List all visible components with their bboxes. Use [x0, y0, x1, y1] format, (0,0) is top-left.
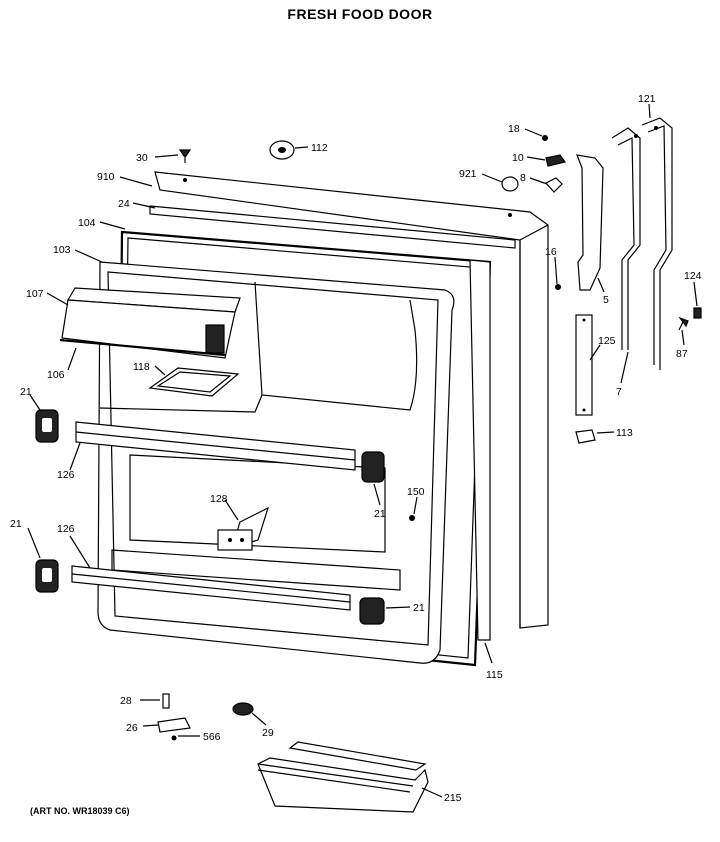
callout-103: 103 — [53, 244, 71, 256]
screw-566 — [171, 735, 177, 741]
callout-125: 125 — [598, 335, 616, 347]
door-gasket-strip — [469, 259, 491, 641]
callout-24: 24 — [118, 198, 130, 210]
shelf-end-cap-right-lower — [359, 597, 385, 625]
callout-115: 115 — [486, 669, 503, 681]
callout-30: 30 — [136, 152, 148, 164]
callout-5: 5 — [603, 294, 609, 306]
callout-118: 118 — [133, 361, 150, 373]
callout-21-right-lower: 21 — [413, 602, 425, 614]
callout-121: 121 — [638, 93, 656, 105]
callout-106: 106 — [47, 369, 65, 381]
callout-921: 921 — [459, 168, 477, 180]
shelf-end-cap-left-upper — [35, 409, 59, 443]
callout-107: 107 — [26, 288, 44, 300]
art-number: (ART NO. WR18039 C6) — [30, 806, 130, 816]
callout-16: 16 — [545, 246, 557, 258]
callout-128: 128 — [210, 493, 228, 505]
callout-112: 112 — [311, 142, 328, 154]
callout-8: 8 — [520, 172, 526, 184]
plug-112 — [269, 140, 295, 160]
screw-16 — [555, 284, 561, 290]
door-bin-215 — [257, 741, 429, 813]
hinge-plate-125 — [575, 314, 593, 416]
screw-150 — [409, 515, 415, 521]
screw-87 — [678, 316, 689, 331]
shelf-end-cap-right-upper — [361, 451, 385, 483]
diagram-title: FRESH FOOD DOOR — [287, 6, 433, 22]
callout-910: 910 — [97, 171, 115, 183]
callout-124: 124 — [684, 270, 702, 282]
callout-10: 10 — [512, 152, 524, 164]
callout-104: 104 — [78, 217, 96, 229]
callout-87: 87 — [676, 348, 688, 360]
hinge-assembly-121 — [611, 117, 673, 370]
callout-leader-lines — [27, 103, 698, 798]
bushing-10 — [545, 154, 567, 167]
outer-door-panel — [154, 171, 549, 629]
hinge-bracket-5 — [576, 154, 604, 291]
shelf-bracket — [217, 506, 269, 551]
callout-126-lower: 126 — [57, 523, 75, 535]
shelf-end-cap-left-lower — [35, 559, 59, 593]
cap-29 — [232, 702, 254, 716]
cap-921 — [501, 176, 519, 192]
callout-215: 215 — [444, 792, 462, 804]
callout-21-right-upper: 21 — [374, 508, 386, 520]
dairy-hinge — [59, 338, 226, 357]
callout-566: 566 — [203, 731, 221, 743]
callout-7: 7 — [616, 386, 622, 398]
callout-113: 113 — [616, 427, 633, 439]
screw-30 — [178, 149, 192, 163]
door-shelf-bar-lower — [71, 565, 351, 611]
door-shelf-bar-upper — [75, 421, 356, 471]
plate-26 — [157, 717, 191, 733]
callout-28: 28 — [120, 695, 132, 707]
callout-29: 29 — [262, 727, 274, 739]
callout-26: 26 — [126, 722, 138, 734]
callout-21-left-lower: 21 — [10, 518, 22, 530]
callout-21-left-upper: 21 — [20, 386, 32, 398]
callout-labels: 30 112 910 24 104 103 107 106 118 21 126… — [10, 93, 702, 804]
dairy-compartment-door — [61, 287, 241, 359]
pin-28 — [162, 693, 170, 709]
callout-18: 18 — [508, 123, 520, 135]
cap-8 — [545, 177, 563, 193]
callout-150: 150 — [407, 486, 425, 498]
screw-18 — [542, 135, 548, 141]
door-top-trim — [149, 205, 516, 249]
callout-126-upper: 126 — [57, 469, 75, 481]
screw-124 — [693, 307, 702, 319]
bushing-113 — [575, 429, 596, 444]
egg-tray — [148, 367, 240, 397]
